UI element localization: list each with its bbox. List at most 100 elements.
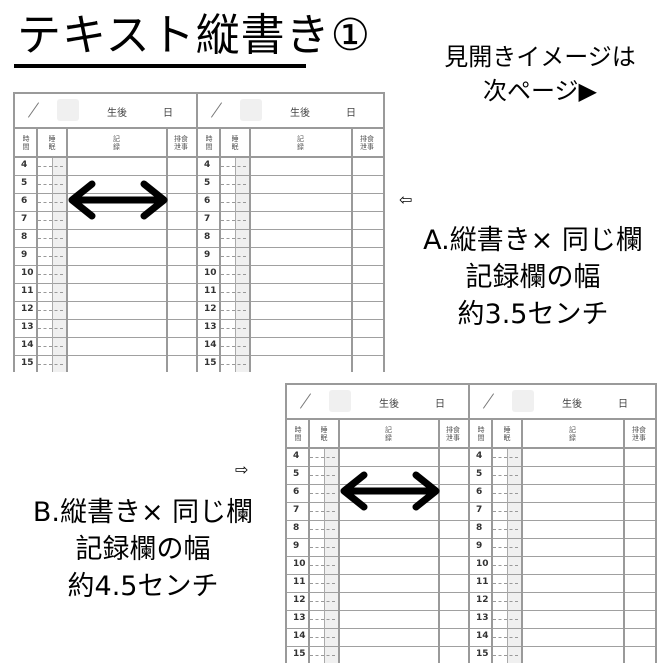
hour-label: 4 xyxy=(204,160,211,170)
hour-row: 9 xyxy=(198,248,383,266)
sleep-dash xyxy=(38,310,63,311)
sleep-dash xyxy=(38,166,63,167)
sleep-dash xyxy=(310,511,335,512)
col-sleep: 睡 眠 xyxy=(309,420,339,449)
hour-row: 14 xyxy=(287,629,468,647)
record-cell xyxy=(250,302,349,319)
date-box xyxy=(240,99,262,121)
page-header: 生後 日 xyxy=(287,385,468,420)
hour-row: 12 xyxy=(198,302,383,320)
col-excretion: 排食 泄事 xyxy=(623,420,655,449)
sleep-dash xyxy=(221,202,246,203)
day-label: 日 xyxy=(618,399,628,410)
col-time: 時 間 xyxy=(470,420,492,449)
hour-label: 15 xyxy=(293,649,306,659)
record-cell xyxy=(522,593,621,610)
sleep-dash xyxy=(310,457,335,458)
caption-b: B.縦書き× 同じ欄 記録欄の幅 約4.5センチ xyxy=(0,494,286,605)
title-underline xyxy=(14,64,306,68)
page-header: 生後 日 xyxy=(470,385,655,420)
record-cell xyxy=(339,647,434,663)
divider xyxy=(521,420,523,663)
caption-b-line-3: 約4.5センチ xyxy=(67,571,219,602)
hour-row: 8 xyxy=(470,521,655,539)
date-box xyxy=(512,390,534,412)
sleep-dash xyxy=(493,637,518,638)
record-cell xyxy=(339,629,434,646)
record-cell xyxy=(339,575,434,592)
divider xyxy=(623,420,625,663)
hour-row: 9 xyxy=(287,539,468,557)
record-cell xyxy=(522,467,621,484)
caption-a: A.縦書き× 同じ欄 記録欄の幅 約3.5センチ xyxy=(398,222,668,333)
sleep-dash xyxy=(38,346,63,347)
divider xyxy=(249,129,251,372)
record-cell xyxy=(250,230,349,247)
sleep-dash xyxy=(38,328,63,329)
divider xyxy=(491,420,493,663)
divider xyxy=(219,129,221,372)
hour-row: 8 xyxy=(15,230,196,248)
caption-a-line-1: A.縦書き× 同じ欄 xyxy=(423,225,643,256)
sleep-dash xyxy=(493,529,518,530)
col-excretion: 排食 泄事 xyxy=(166,129,196,158)
col-sleep: 睡 眠 xyxy=(37,129,67,158)
divider xyxy=(438,420,440,663)
hour-label: 9 xyxy=(476,541,483,551)
record-cell xyxy=(522,557,621,574)
sleep-dash xyxy=(38,220,63,221)
hour-label: 6 xyxy=(204,196,211,206)
hour-row: 12 xyxy=(15,302,196,320)
record-cell xyxy=(339,539,434,556)
caption-b-line-2: 記録欄の幅 xyxy=(75,534,211,565)
sleep-dash xyxy=(38,238,63,239)
record-cell xyxy=(522,449,621,466)
hour-row: 15 xyxy=(15,356,196,372)
hour-row: 4 xyxy=(470,449,655,467)
hour-label: 13 xyxy=(21,322,34,332)
sleep-dash xyxy=(310,583,335,584)
divider xyxy=(235,158,236,372)
record-cell xyxy=(522,629,621,646)
record-cell xyxy=(250,248,349,265)
hour-label: 5 xyxy=(204,178,211,188)
hour-label: 8 xyxy=(21,232,28,242)
record-cell xyxy=(250,158,349,175)
col-record: 記 録 xyxy=(250,129,351,158)
record-cell xyxy=(250,284,349,301)
sleep-dash xyxy=(38,364,63,365)
hour-row: 13 xyxy=(198,320,383,338)
col-record: 記 録 xyxy=(339,420,438,449)
sleep-dash xyxy=(493,493,518,494)
width-double-arrow-icon xyxy=(68,180,168,220)
date-slash xyxy=(482,393,495,409)
hour-row: 14 xyxy=(15,338,196,356)
hour-label: 10 xyxy=(476,559,489,569)
hour-row: 8 xyxy=(287,521,468,539)
record-cell xyxy=(250,212,349,229)
record-cell xyxy=(67,356,162,372)
record-cell xyxy=(250,338,349,355)
hour-row: 13 xyxy=(287,611,468,629)
col-time: 時 間 xyxy=(15,129,37,158)
sleep-dash xyxy=(221,166,246,167)
record-cell xyxy=(339,593,434,610)
day-label: 日 xyxy=(435,399,445,410)
record-cell xyxy=(522,539,621,556)
divider xyxy=(351,129,353,372)
caption-a-line-3: 約3.5センチ xyxy=(457,299,609,330)
hour-label: 11 xyxy=(476,577,489,587)
divider xyxy=(308,420,310,663)
hour-row: 10 xyxy=(15,266,196,284)
record-cell xyxy=(67,158,162,175)
divider xyxy=(52,158,53,372)
sleep-dash xyxy=(310,475,335,476)
hour-row: 8 xyxy=(198,230,383,248)
sleep-dash xyxy=(221,310,246,311)
hour-row: 7 xyxy=(470,503,655,521)
record-cell xyxy=(522,611,621,628)
record-cell xyxy=(339,557,434,574)
hour-label: 11 xyxy=(293,577,306,587)
